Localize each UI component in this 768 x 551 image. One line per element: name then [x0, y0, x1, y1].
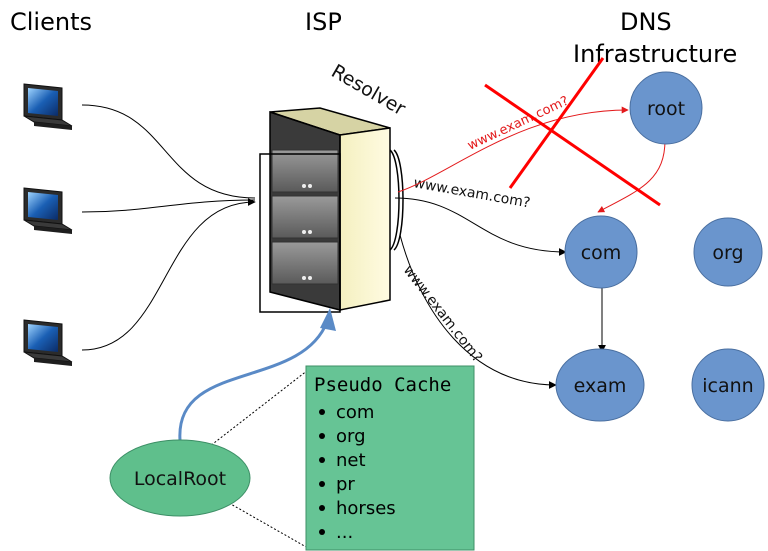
- node-org-label: org: [712, 242, 743, 264]
- cache-item: pr: [336, 474, 355, 495]
- node-localroot-label: LocalRoot: [134, 468, 226, 490]
- node-icann: icann: [691, 348, 765, 422]
- node-com-label: com: [581, 242, 622, 264]
- node-exam-label: exam: [574, 375, 627, 397]
- dotted-link: [204, 369, 309, 451]
- resolver-label: Resolver: [328, 60, 410, 120]
- cache-item: horses: [336, 498, 396, 519]
- node-icann-label: icann: [702, 375, 753, 397]
- header-dns: DNS: [620, 8, 672, 36]
- cache-item: com: [336, 402, 374, 423]
- node-localroot: LocalRoot: [109, 439, 251, 517]
- pseudo-cache-title: Pseudo Cache: [314, 374, 451, 396]
- link-resolver-exam: [399, 234, 557, 389]
- node-root-label: root: [647, 98, 685, 120]
- bullet-icon: [319, 457, 325, 463]
- client-link: [81, 199, 256, 213]
- pseudo-cache-list: com org net pr horses...: [319, 402, 396, 543]
- cache-item: net: [336, 450, 366, 471]
- cross-line: [484, 83, 661, 207]
- client-links: [81, 104, 256, 351]
- link-localroot-resolver: [178, 321, 329, 441]
- bullet-icon: [319, 433, 325, 439]
- header-clients: Clients: [10, 8, 92, 36]
- arrowhead-icon: [320, 308, 336, 331]
- cache-item: ...: [336, 522, 353, 543]
- link-root-com: [597, 139, 666, 213]
- node-org: org: [693, 217, 763, 287]
- client-link: [81, 104, 256, 199]
- pseudo-cache-box: Pseudo Cache com org net pr horses...: [305, 365, 475, 551]
- client-link: [81, 198, 256, 351]
- bullet-icon: [319, 505, 325, 511]
- node-root: root: [629, 71, 703, 145]
- laptop-icon: [23, 187, 73, 235]
- bullet-icon: [319, 409, 325, 415]
- header-isp: ISP: [305, 8, 342, 36]
- laptop-icon: [23, 83, 73, 131]
- bullet-icon: [319, 481, 325, 487]
- resolver-server-icon: [259, 107, 404, 313]
- node-com: com: [564, 215, 638, 289]
- link-resolver-com: [394, 197, 567, 256]
- bullet-icon: [319, 529, 325, 535]
- node-exam: exam: [555, 348, 645, 422]
- cache-item: org: [336, 426, 366, 447]
- query-label-exam: www.exam.com?: [400, 263, 485, 366]
- cross-line: [508, 57, 605, 189]
- laptop-icon: [23, 319, 73, 367]
- link-resolver-root: [397, 106, 629, 193]
